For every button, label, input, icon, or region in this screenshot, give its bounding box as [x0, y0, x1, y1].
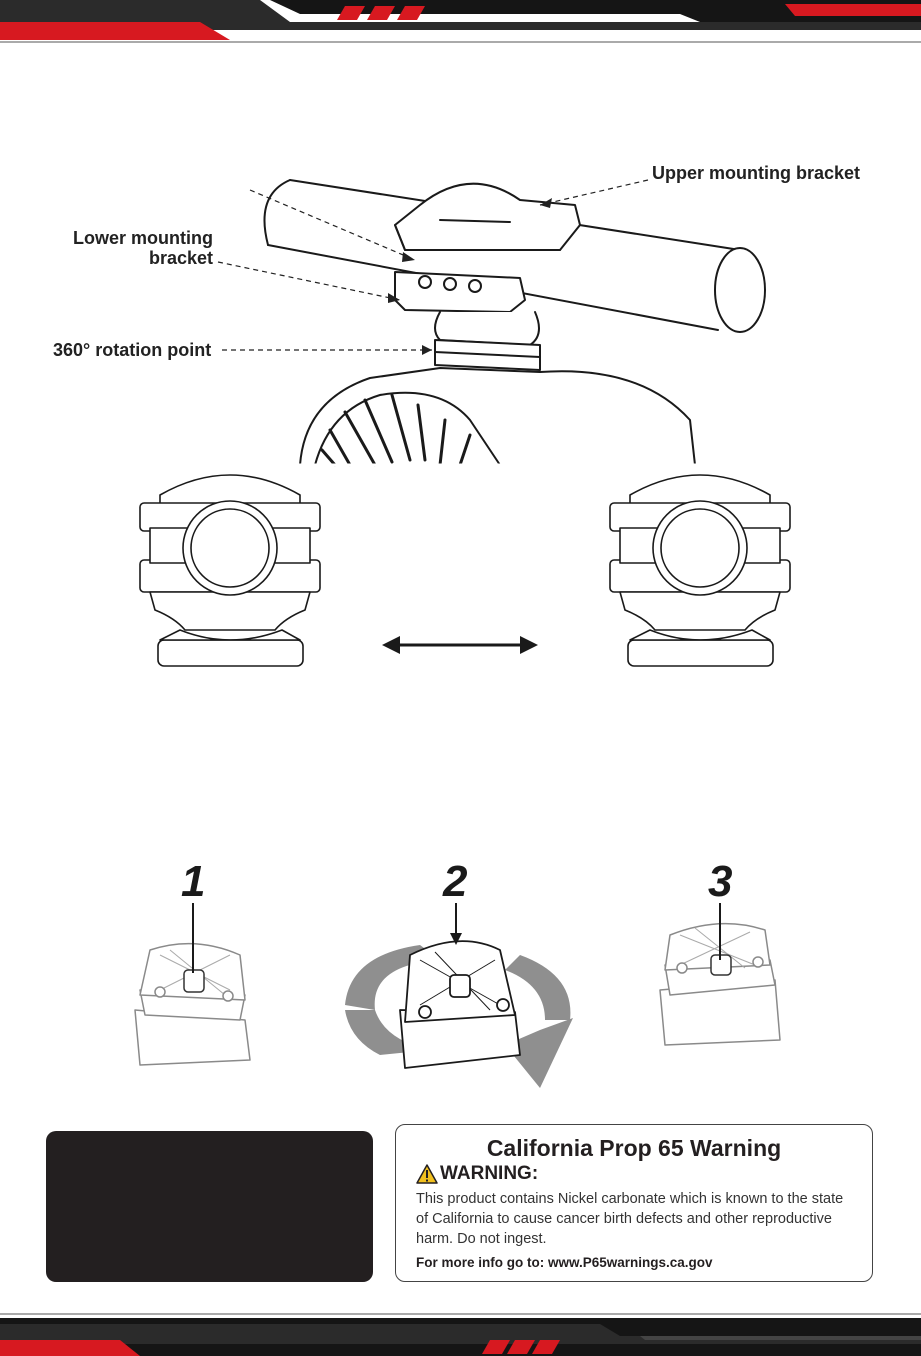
warning-triangle-icon	[416, 1164, 438, 1184]
upper-bracket-label: Upper mounting bracket	[652, 163, 861, 183]
step-number-3: 3	[708, 857, 733, 906]
warning-heading: WARNING:	[416, 1163, 538, 1185]
warning-info-link[interactable]: For more info go to: www.P65warnings.ca.…	[416, 1255, 713, 1270]
dark-info-box	[46, 1131, 373, 1282]
step-number-2: 2	[443, 857, 468, 906]
rotation-point-label: 360° rotation point	[53, 340, 212, 360]
warning-title: California Prop 65 Warning	[486, 1135, 782, 1161]
footer-band	[0, 1310, 921, 1356]
lower-bracket-label-line2: bracket	[148, 248, 213, 268]
clamp-view-left	[139, 474, 321, 667]
header-band	[0, 0, 921, 44]
prop65-warning-box: California Prop 65 Warning WARNING: This…	[395, 1124, 873, 1282]
step2-base-drawing	[399, 940, 521, 1069]
clamp-view-right	[609, 474, 791, 667]
lower-bracket-drawing	[394, 271, 526, 313]
warning-body: This product contains Nickel carbonate w…	[416, 1191, 844, 1247]
double-arrow-icon	[382, 636, 538, 654]
upper-bracket-drawing	[394, 182, 581, 251]
step3-base-drawing	[659, 922, 781, 1046]
warning-heading-text: WARNING:	[440, 1163, 539, 1184]
lower-bracket-label-line1: Lower mounting	[73, 228, 213, 248]
step-number-1: 1	[181, 857, 206, 906]
